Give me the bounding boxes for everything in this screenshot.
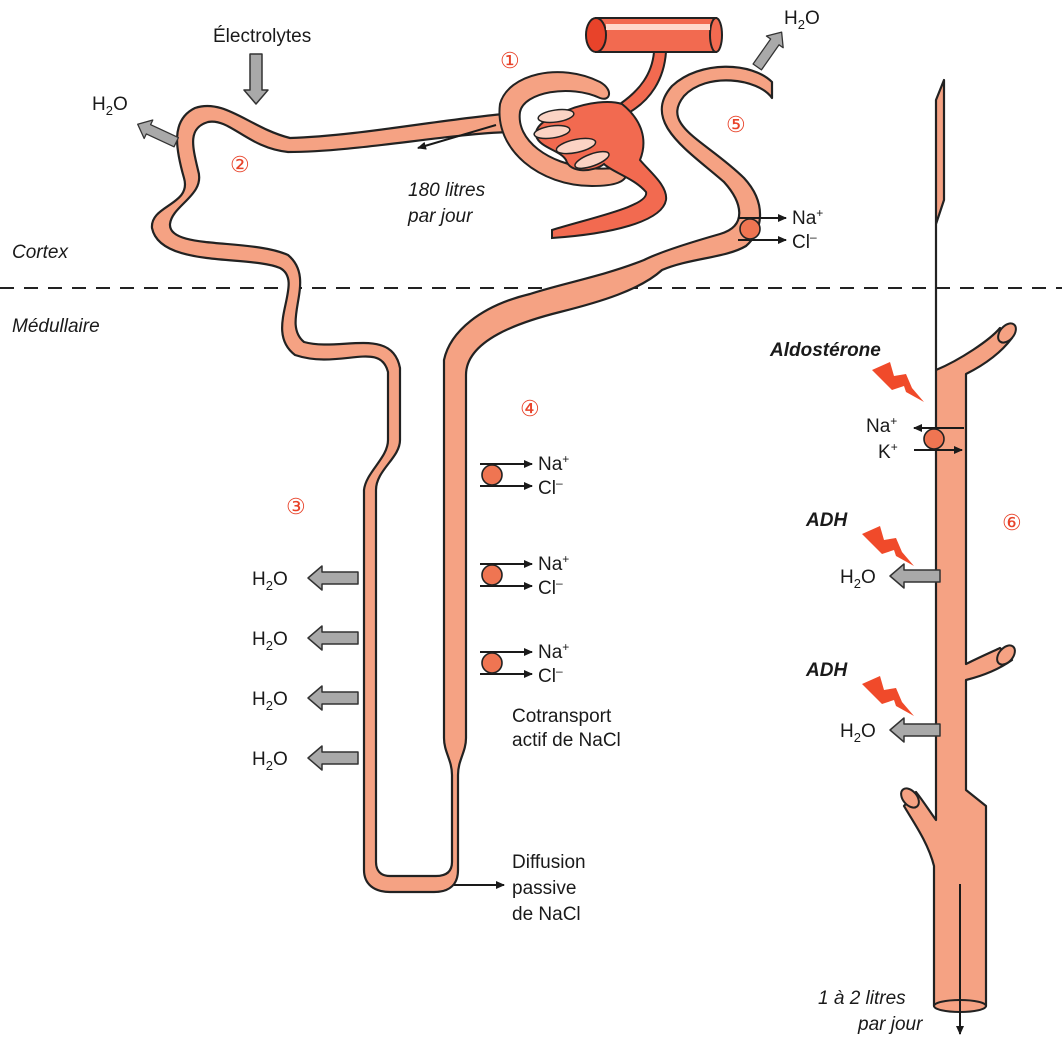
- chloride-label: Cl–: [792, 230, 817, 253]
- descending-water-arrows: [308, 566, 358, 770]
- sodium-label: Na+: [538, 640, 569, 663]
- chloride-label: Cl–: [538, 576, 563, 599]
- water-outflow-arrow-icon: [308, 746, 358, 770]
- transporter-icon: [924, 429, 944, 449]
- adh-label: ADH: [805, 510, 848, 531]
- potassium-label: K+: [878, 440, 898, 463]
- hormone-lightning-icon: [862, 676, 914, 716]
- hormone-lightning-icon: [872, 362, 924, 402]
- water-outflow-arrow-icon: [890, 564, 940, 588]
- cotransport-label-line2: actif de NaCl: [512, 730, 621, 751]
- aldosterone-label: Aldostérone: [769, 340, 881, 361]
- water-label-desc-3: H2O: [252, 689, 288, 713]
- water-outflow-arrow-icon: [133, 115, 180, 151]
- sodium-label: Na+: [538, 552, 569, 575]
- segment-number-4: ④: [520, 396, 540, 421]
- diffusion-label-line3: de NaCl: [512, 904, 581, 925]
- dct-transporter: [738, 218, 786, 240]
- segment-number-2: ②: [230, 152, 250, 177]
- collecting-duct: [904, 80, 1012, 1006]
- water-outflow-arrow-icon: [890, 718, 940, 742]
- cotransport-label-line1: Cotransport: [512, 706, 612, 727]
- transporter-icon: [482, 565, 502, 585]
- water-label-dct: H2O: [784, 8, 820, 32]
- ascending-transporter-2: [480, 564, 532, 586]
- ascending-transporter-1: [480, 464, 532, 486]
- water-outflow-arrow-icon: [749, 26, 790, 73]
- sodium-label: Na+: [792, 206, 823, 229]
- chloride-label: Cl–: [538, 664, 563, 687]
- water-label-cd-2: H2O: [840, 721, 876, 745]
- urine-volume-line1: 1 à 2 litres: [818, 988, 906, 1009]
- water-label-cd-1: H2O: [840, 567, 876, 591]
- water-label-pct: H2O: [92, 94, 128, 118]
- segment-number-5: ⑤: [726, 112, 746, 137]
- diffusion-label-line1: Diffusion: [512, 852, 586, 873]
- sodium-label: Na+: [538, 452, 569, 475]
- water-label-desc-1: H2O: [252, 569, 288, 593]
- adh-label: ADH: [805, 660, 848, 681]
- transporter-icon: [740, 219, 760, 239]
- water-label-desc-4: H2O: [252, 749, 288, 773]
- filtration-volume-line1: 180 litres: [408, 180, 486, 201]
- sodium-label: Na+: [866, 414, 897, 437]
- water-label-desc-2: H2O: [252, 629, 288, 653]
- water-outflow-arrow-icon: [308, 626, 358, 650]
- electrolytes-outflow-arrow-icon: [244, 54, 268, 104]
- segment-number-3: ③: [286, 494, 306, 519]
- ascending-transporter-3: [480, 652, 532, 674]
- transporter-icon: [482, 653, 502, 673]
- medulla-label: Médullaire: [12, 316, 100, 337]
- filtration-volume-line2: par jour: [407, 206, 473, 227]
- segment-number-6: ⑥: [1002, 510, 1022, 535]
- electrolytes-label: Électrolytes: [213, 26, 311, 47]
- water-outflow-arrow-icon: [308, 566, 358, 590]
- hormone-lightning-icon: [862, 526, 914, 566]
- segment-number-1: ①: [500, 48, 520, 73]
- transporter-icon: [482, 465, 502, 485]
- water-outflow-arrow-icon: [308, 686, 358, 710]
- diffusion-label-line2: passive: [512, 878, 576, 899]
- cortex-label: Cortex: [12, 242, 69, 263]
- urine-volume-line2: par jour: [857, 1014, 923, 1035]
- chloride-label: Cl–: [538, 476, 563, 499]
